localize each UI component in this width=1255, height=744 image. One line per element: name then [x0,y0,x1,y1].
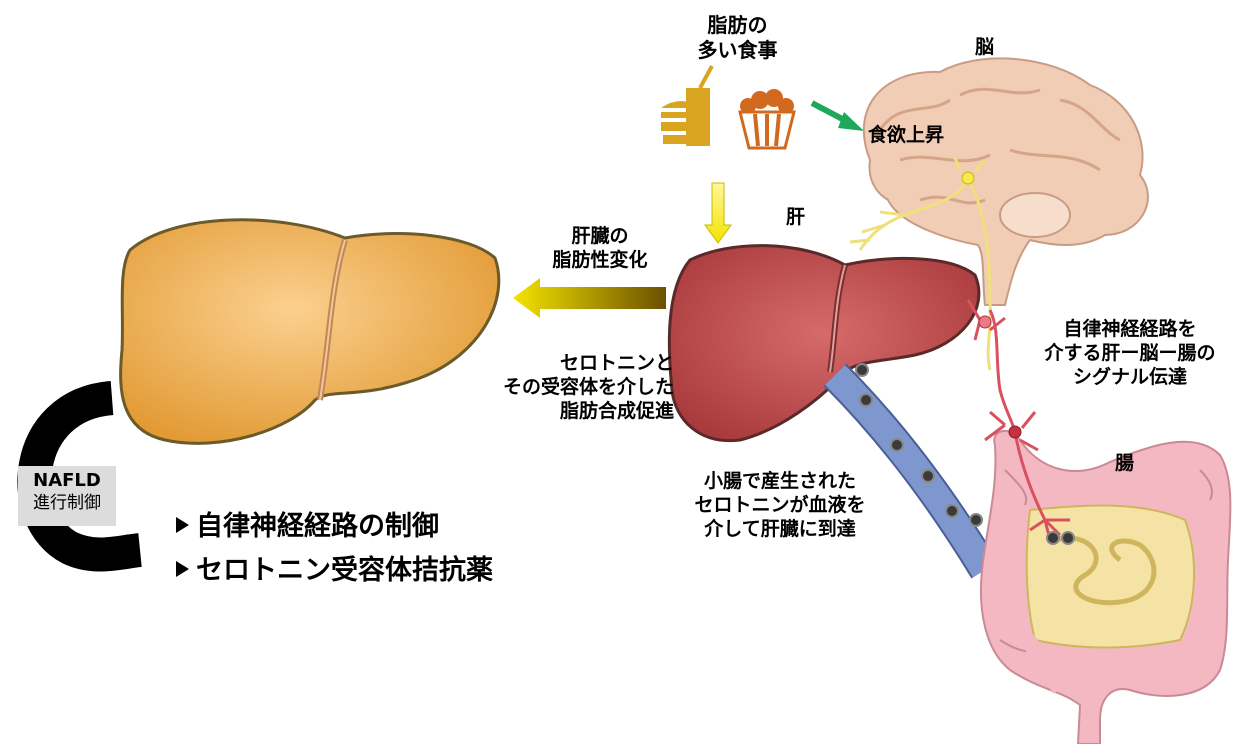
food-title: 脂肪の 多い食事 [680,13,795,63]
liver-label: 肝 [786,206,805,230]
nafld-label: NAFLD 進行制御 [18,470,116,514]
normal-liver [669,246,979,441]
intestine-label: 腸 [1115,452,1134,476]
control-item-1: 自律神経経路の制御 [196,510,439,544]
control-item-2: セロトニン受容体拮抗薬 [196,554,493,588]
spinal-neuron [979,316,991,328]
popcorn-icon [740,89,794,148]
food-to-liver-arrow [705,183,731,243]
serotonin-lipogenesis-text: セロトニンと その受容体を介した 脂肪合成促進 [440,352,674,423]
serotonin-blood-text: 小腸で産生された セロトニンが血液を 介して肝臓に到達 [665,470,895,541]
gut-neuron [1009,426,1021,438]
fatty-change-arrow [513,278,666,318]
appetite-arrow [812,103,864,131]
brain-neuron [962,172,974,184]
burger-drink-icon [661,66,712,146]
signal-text: 自律神経経路を 介する肝ー脳ー腸の シグナル伝達 [1020,318,1240,389]
brain-label: 脳 [975,36,994,60]
fatty-change-label: 肝臓の 脂肪性変化 [530,225,670,273]
intestine-illustration [981,431,1230,744]
appetite-label: 食欲上昇 [868,124,944,148]
bullet-2 [176,561,189,577]
bullet-1 [176,517,189,533]
